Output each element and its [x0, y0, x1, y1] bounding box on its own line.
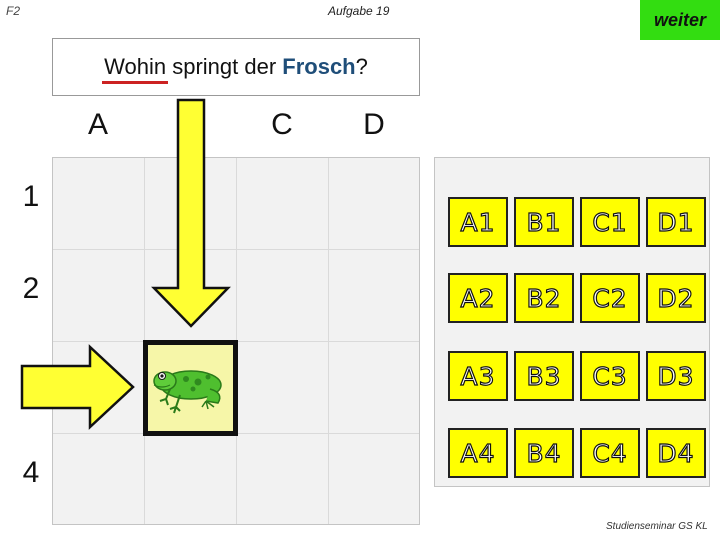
answer-d4[interactable]: D4	[646, 428, 706, 478]
frog-cell	[143, 340, 238, 436]
slide-id: F2	[6, 4, 21, 18]
answer-b2[interactable]: B2	[514, 273, 574, 323]
arrow-right-icon	[20, 344, 135, 430]
answer-c3[interactable]: C3	[580, 351, 640, 401]
answer-a1[interactable]: A1	[448, 197, 508, 247]
column-label-c: C	[271, 108, 293, 141]
answer-b1[interactable]: B1	[514, 197, 574, 247]
question-mark: ?	[355, 54, 368, 79]
answer-c4[interactable]: C4	[580, 428, 640, 478]
answer-d3[interactable]: D3	[646, 351, 706, 401]
next-button[interactable]: weiter	[640, 0, 720, 40]
footer-credit: Studienseminar GS KL	[606, 521, 708, 532]
answer-b4[interactable]: B4	[514, 428, 574, 478]
question-word-frosch: Frosch	[282, 54, 356, 79]
column-label-a: A	[87, 108, 108, 141]
answer-a4[interactable]: A4	[448, 428, 508, 478]
answer-panel: A1 B1 C1 D1 A2 B2 C2 D2 A3 B3 C3 D3 A4 B…	[434, 157, 710, 487]
answer-b3[interactable]: B3	[514, 351, 574, 401]
answer-c1[interactable]: C1	[580, 197, 640, 247]
column-label-d: D	[363, 108, 385, 141]
question-middle: springt der	[166, 54, 283, 79]
row-label-4: 4	[22, 456, 40, 489]
answer-d2[interactable]: D2	[646, 273, 706, 323]
question-word-wohin: Wohin	[102, 54, 169, 84]
answer-a2[interactable]: A2	[448, 273, 508, 323]
grid-line	[53, 249, 419, 250]
task-label: Aufgabe 19	[328, 4, 390, 18]
arrow-down-icon	[151, 98, 231, 328]
answer-d1[interactable]: D1	[646, 197, 706, 247]
answer-a3[interactable]: A3	[448, 351, 508, 401]
row-label-1: 1	[22, 180, 40, 213]
answer-c2[interactable]: C2	[580, 273, 640, 323]
frog-icon	[153, 370, 222, 414]
question-box: Wohin springt der Frosch ?	[52, 38, 420, 96]
row-label-2: 2	[22, 272, 40, 305]
